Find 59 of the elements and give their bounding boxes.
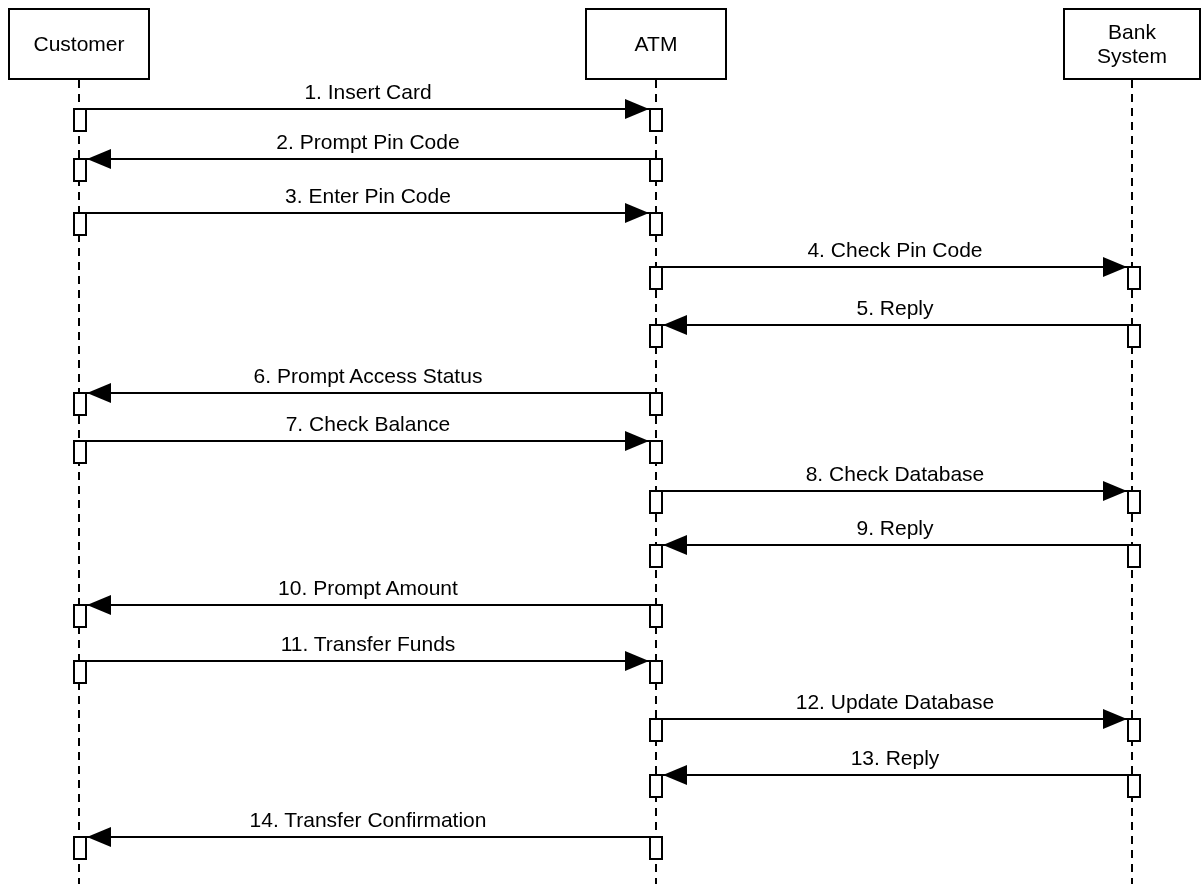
activation-bar — [649, 324, 663, 348]
activation-bar — [649, 440, 663, 464]
activation-bar — [73, 158, 87, 182]
edge-label: 11. Transfer Funds — [280, 632, 456, 656]
edge-label: 7. Check Balance — [285, 412, 451, 436]
activation-bar — [649, 660, 663, 684]
activation-bar — [649, 836, 663, 860]
activation-bar — [1127, 544, 1141, 568]
participant-box: Customer — [8, 8, 150, 80]
message-arrow — [662, 535, 1128, 555]
edge-label: 12. Update Database — [795, 690, 995, 714]
activation-bar — [649, 266, 663, 290]
activation-bar — [1127, 490, 1141, 514]
edge-label: 3. Enter Pin Code — [285, 184, 451, 208]
edge-label: 9. Reply — [856, 516, 934, 540]
message-arrow — [662, 765, 1128, 785]
activation-bar — [1127, 324, 1141, 348]
activation-bar — [649, 604, 663, 628]
message-arrow — [86, 827, 650, 847]
activation-bar — [73, 836, 87, 860]
edge-label: 10. Prompt Amount — [278, 576, 458, 600]
activation-bar — [73, 212, 87, 236]
activation-bar — [73, 440, 87, 464]
message-arrow — [86, 203, 650, 223]
edge-label: 2. Prompt Pin Code — [276, 130, 460, 154]
edge-label: 14. Transfer Confirmation — [249, 808, 487, 832]
activation-bar — [73, 392, 87, 416]
edge-label: 8. Check Database — [805, 462, 985, 486]
activation-bar — [649, 158, 663, 182]
activation-bar — [649, 108, 663, 132]
edge-label: 1. Insert Card — [304, 80, 432, 104]
message-arrow — [662, 481, 1128, 501]
message-arrow — [662, 709, 1128, 729]
activation-bar — [649, 392, 663, 416]
message-arrow — [86, 431, 650, 451]
activation-bar — [1127, 718, 1141, 742]
edge-label: 5. Reply — [856, 296, 934, 320]
activation-bar — [649, 774, 663, 798]
message-arrow — [86, 595, 650, 615]
edge-label: 13. Reply — [850, 746, 940, 770]
activation-bar — [73, 660, 87, 684]
activation-bar — [649, 212, 663, 236]
activation-bar — [649, 490, 663, 514]
message-arrow — [86, 149, 650, 169]
activation-bar — [1127, 774, 1141, 798]
message-arrow — [662, 257, 1128, 277]
message-arrow — [86, 383, 650, 403]
edge-label: 6. Prompt Access Status — [253, 364, 483, 388]
message-arrow — [662, 315, 1128, 335]
activation-bar — [73, 108, 87, 132]
message-arrow — [86, 99, 650, 119]
activation-bar — [649, 544, 663, 568]
edge-label: 4. Check Pin Code — [807, 238, 983, 262]
message-arrow — [86, 651, 650, 671]
participant-box: ATM — [585, 8, 727, 80]
activation-bar — [1127, 266, 1141, 290]
activation-bar — [73, 604, 87, 628]
participant-box: Bank System — [1063, 8, 1201, 80]
activation-bar — [649, 718, 663, 742]
